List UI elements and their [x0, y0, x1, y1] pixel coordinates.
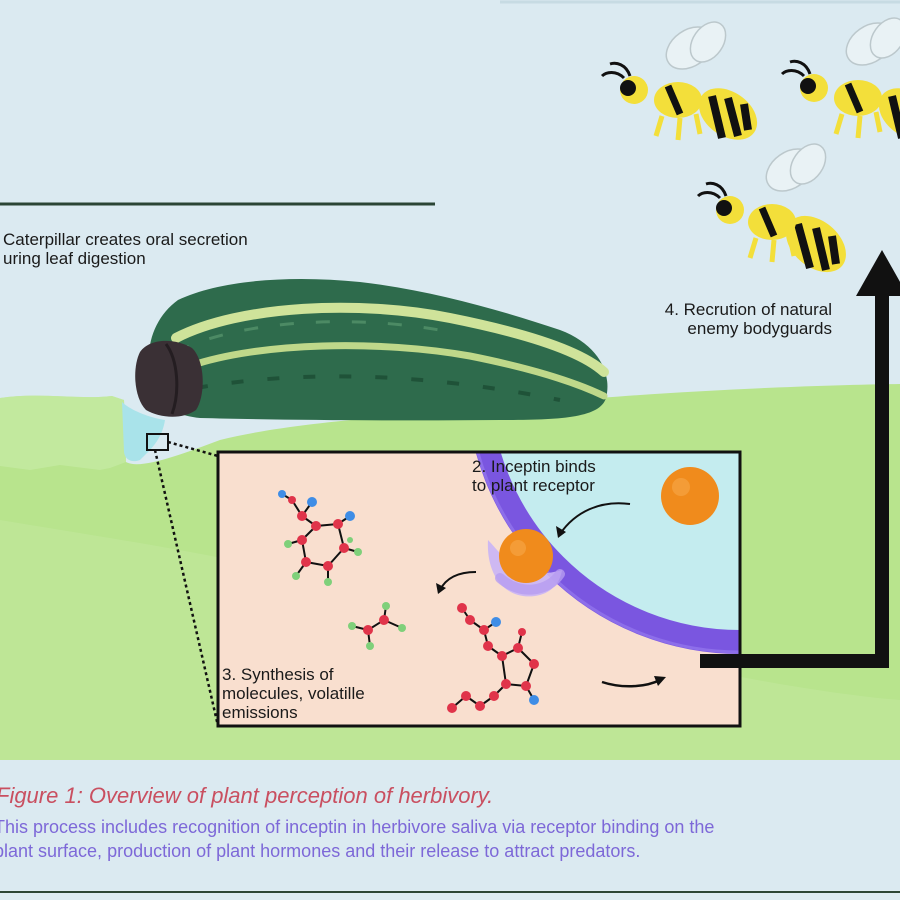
- binding-label-line-2: to plant receptor: [472, 476, 595, 495]
- caption-body-line-2: plant surface, production of plant hormo…: [0, 841, 641, 861]
- wasp-1: [600, 21, 758, 141]
- inceptin-bound: [499, 529, 553, 583]
- wasp-2: [780, 17, 900, 140]
- synthesis-label: 3. Synthesis of molecules, volatille emi…: [222, 665, 365, 722]
- emission-arrow: [601, 678, 661, 688]
- caption-body-line-1: This process includes recognition of inc…: [0, 817, 715, 837]
- arrow-head: [856, 250, 900, 296]
- caterpillar-label-line-1: Caterpillar creates oral secretion: [3, 230, 248, 249]
- caterpillar-label-line-2: uring leaf digestion: [3, 249, 146, 268]
- signal-pathway-arrow: [700, 290, 889, 668]
- caterpillar-head: [135, 340, 203, 417]
- wasp-3: [696, 143, 846, 273]
- caterpillar-label: Caterpillar creates oral secretion uring…: [3, 230, 248, 268]
- figure-caption: Figure 1: Overview of plant perception o…: [0, 783, 900, 863]
- synthesis-label-line-1: 3. Synthesis of: [222, 665, 334, 684]
- bodyguards-label-line-2: enemy bodyguards: [687, 319, 832, 338]
- synthesis-label-line-3: emissions: [222, 703, 298, 722]
- synthesis-label-line-2: molecules, volatille: [222, 684, 365, 703]
- oral-secretion: [122, 402, 165, 462]
- inceptin-free: [661, 467, 719, 525]
- bodyguards-label-line-1: 4. Recrution of natural: [664, 300, 832, 319]
- caterpillar: [135, 279, 609, 421]
- caption-title: Figure 1: Overview of plant perception o…: [0, 783, 494, 808]
- binding-arrow: [559, 502, 631, 535]
- caption-body: This process includes recognition of inc…: [0, 815, 900, 863]
- binding-label: 2. Inceptin binds to plant receptor: [472, 457, 596, 495]
- binding-label-line-1: 2. Inceptin binds: [472, 457, 596, 476]
- bodyguards-label: 4. Recrution of natural enemy bodyguards: [600, 300, 832, 338]
- bottom-rule: [0, 891, 900, 893]
- inset-cell-panel: [216, 450, 742, 728]
